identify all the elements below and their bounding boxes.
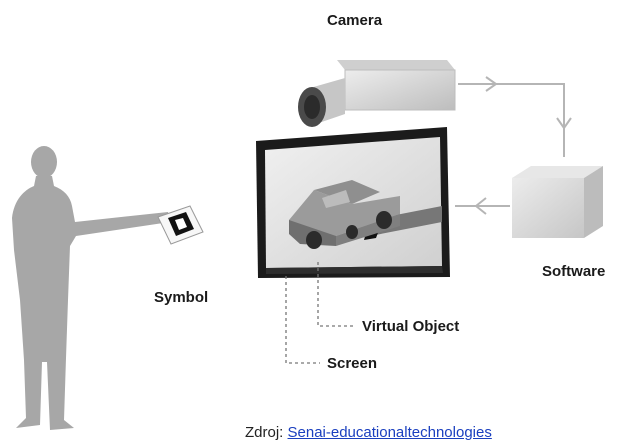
camera [298,60,456,127]
symbol-label: Symbol [154,289,209,306]
software-box [512,166,603,238]
virtual-car [289,180,442,249]
person-silhouette [12,146,170,430]
flow-arrow-camera-software [458,76,572,157]
camera-label: Camera [327,12,383,29]
virtual-object-label: Virtual Object [362,318,460,335]
software-label: Software [542,263,606,280]
symbol-marker [157,205,204,245]
credit-prefix: Zdroj: [245,424,284,441]
screen-label: Screen [327,355,378,372]
leader-lines [285,262,355,364]
flow-arrow-software-screen [455,197,510,215]
credit-link[interactable]: Senai-educationaltechnologies [287,424,492,441]
source-credit: Zdroj: Senai-educationaltechnologies [245,424,492,441]
